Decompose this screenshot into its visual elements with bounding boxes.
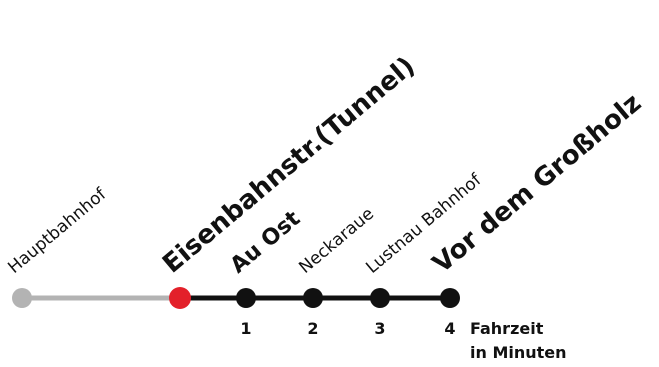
minute-label: 1: [240, 319, 251, 338]
stop-marker: [12, 288, 32, 308]
minute-label: 3: [374, 319, 385, 338]
minute-label: 2: [307, 319, 318, 338]
stop-marker: [303, 288, 323, 308]
stop-marker: [440, 288, 460, 308]
minute-label: 4: [444, 319, 455, 338]
stop-marker: [169, 287, 191, 309]
legend-line-2: in Minuten: [470, 343, 567, 362]
stop-marker: [236, 288, 256, 308]
stop-marker: [370, 288, 390, 308]
stop-name: Hauptbahnhof: [4, 184, 111, 278]
stop-name: Eisenbahnstr.(Tunnel): [157, 51, 421, 279]
legend-line-1: Fahrzeit: [470, 319, 544, 338]
